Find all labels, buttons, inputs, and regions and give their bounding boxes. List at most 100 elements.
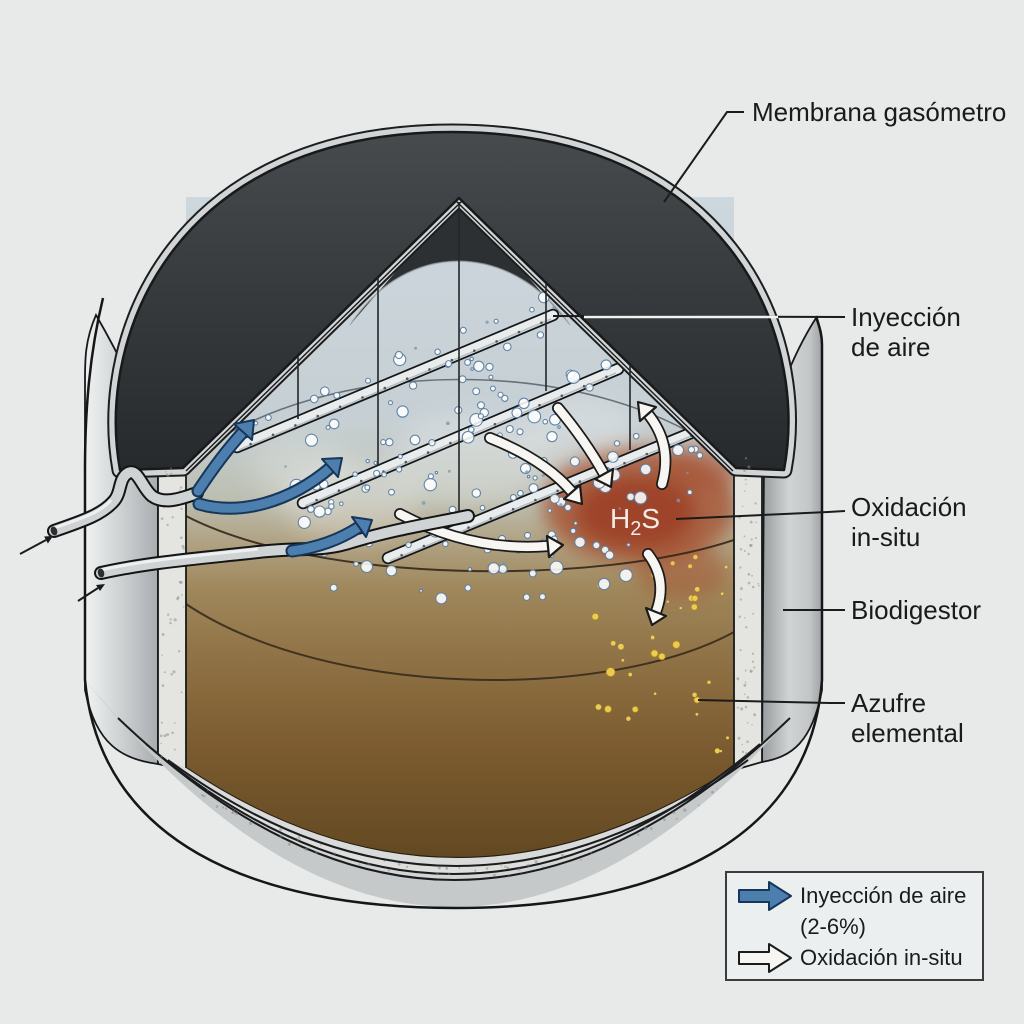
decor-dot — [672, 444, 685, 457]
decor-dot — [540, 321, 543, 325]
decor-dot — [751, 585, 755, 589]
decor-dot — [364, 484, 371, 491]
decor-dot — [464, 584, 472, 592]
label-membrane: Membrana gasómetro — [752, 97, 1006, 127]
decor-dot — [604, 550, 615, 560]
decor-dot — [747, 573, 751, 576]
decor-dot — [408, 381, 418, 390]
decor-dot — [161, 684, 165, 687]
decor-dot — [373, 469, 381, 477]
air-injection-arrow — [285, 516, 373, 558]
decor-dot — [527, 409, 542, 424]
decor-dot — [485, 320, 489, 324]
decor-dot — [745, 626, 748, 629]
decor-dot — [741, 743, 744, 746]
decor-dot — [538, 403, 541, 407]
decor-dot — [173, 722, 176, 724]
decor-dot — [338, 405, 342, 409]
decor-dot — [271, 433, 275, 437]
decor-dot — [296, 838, 300, 841]
decor-dot — [249, 442, 252, 446]
decor-dot — [741, 750, 745, 754]
decor-dot — [203, 795, 206, 798]
decor-dot — [365, 458, 370, 464]
decor-dot — [423, 478, 437, 492]
decor-dot — [485, 362, 494, 372]
decor-dot — [506, 866, 510, 870]
decor-dot — [400, 553, 403, 557]
leader-oxidation — [675, 510, 846, 520]
decor-dot — [333, 391, 341, 399]
decor-dot — [534, 859, 538, 864]
label-biodigester: Biodigestor — [851, 595, 981, 625]
decor-dot — [511, 507, 515, 511]
decor-dot — [381, 471, 388, 478]
decor-dot — [749, 669, 753, 673]
decor-dot — [692, 692, 697, 698]
decor-dot — [297, 835, 301, 839]
decor-dot — [552, 305, 556, 310]
decor-dot — [737, 736, 741, 740]
h2s-suffix: S — [641, 503, 660, 534]
decor-dot — [304, 847, 308, 852]
decor-dot — [459, 326, 467, 334]
label-oxidation-line1: Oxidación — [851, 492, 967, 522]
decor-dot — [686, 489, 693, 496]
decor-dot — [743, 469, 746, 472]
decor-dot — [511, 407, 523, 419]
diffuser-pipe — [230, 308, 560, 454]
decor-dot — [307, 505, 315, 513]
decor-dot — [658, 652, 666, 661]
oxidation-arrow — [636, 400, 672, 490]
decor-dot — [501, 394, 509, 403]
decor-dot — [736, 706, 740, 709]
h2s-label: H2S — [610, 503, 660, 540]
decor-dot — [528, 569, 537, 578]
decor-dot — [693, 554, 698, 560]
decor-dot — [171, 731, 174, 735]
decor-dot — [502, 342, 512, 352]
tank-base-rings — [85, 680, 822, 907]
decor-dot — [534, 498, 537, 502]
decor-dot — [559, 503, 563, 507]
inlet-flow-arrow — [19, 539, 47, 555]
decor-dot — [740, 707, 744, 711]
decor-dot — [160, 742, 162, 745]
decor-dot — [435, 592, 448, 605]
decor-dot — [739, 598, 742, 601]
decor-dot — [687, 445, 696, 454]
decor-dot — [487, 562, 500, 575]
decor-dot — [696, 451, 704, 459]
decor-dot — [476, 401, 485, 410]
decor-dot — [746, 721, 749, 724]
decor-dot — [315, 850, 318, 854]
legend: Inyección de aire (2-6%) Oxidación in-si… — [725, 871, 984, 981]
decor-dot — [434, 348, 441, 356]
decor-dot — [299, 838, 302, 840]
decor-dot — [675, 817, 678, 820]
decor-dot — [180, 691, 183, 694]
h2s-symbol: H — [610, 503, 630, 534]
decor-dot — [520, 871, 523, 874]
callout-leader-lines — [552, 111, 846, 704]
decor-dot — [683, 808, 687, 812]
air-injection-arrow — [192, 457, 343, 515]
tank-outline — [83, 297, 824, 910]
decor-dot — [670, 561, 675, 566]
decor-dot — [479, 504, 486, 511]
decor-dot — [383, 386, 387, 390]
decor-dot — [394, 350, 404, 360]
decor-dot — [549, 560, 564, 575]
decor-dot — [573, 521, 578, 526]
decor-dot — [758, 584, 760, 587]
decor-dot — [751, 652, 755, 655]
decor-dot — [504, 865, 507, 868]
decor-dot — [736, 677, 740, 681]
decor-dot — [181, 544, 185, 548]
decor-dot — [333, 852, 336, 855]
decor-dot — [752, 612, 755, 615]
decor-dot — [449, 441, 452, 445]
decor-dot — [663, 818, 666, 822]
decor-dot — [360, 560, 374, 574]
decor-dot — [418, 872, 420, 874]
